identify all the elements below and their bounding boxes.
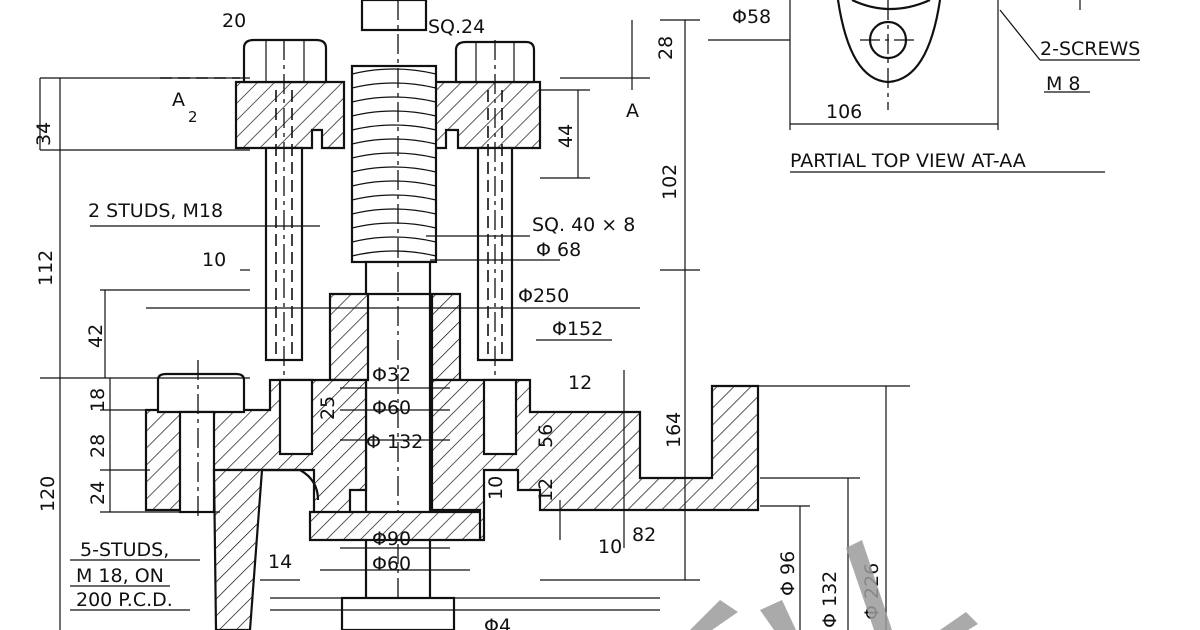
dim-112: 112 — [35, 250, 57, 286]
dim-24: 24 — [87, 481, 109, 505]
dimension-lines — [39, 19, 910, 630]
section-a-left: A — [172, 89, 185, 111]
dim-12-mid: 12 — [535, 478, 557, 502]
main-section-view — [144, 0, 760, 630]
dim-phi96: Φ 96 — [777, 551, 799, 596]
studs-5-line1: 5-STUDS, — [80, 539, 169, 561]
dim-28-left: 28 — [87, 434, 109, 458]
dim-10-left: 10 — [202, 249, 226, 271]
stand-leg-left — [212, 468, 264, 630]
hex-nut-left — [242, 38, 328, 84]
dim-44: 44 — [555, 124, 577, 148]
dimension-text: 20 SQ.24 Φ58 28 106 2-SCREWS M 8 PARTIAL… — [33, 6, 1140, 630]
dim-120: 120 — [37, 476, 59, 512]
base-stud — [178, 410, 216, 514]
studs-2-label: 2 STUDS, M18 — [88, 200, 223, 222]
bridge-plate — [234, 80, 346, 150]
studs-5-line2: M 18, ON — [76, 565, 164, 587]
dim-phi68: Φ 68 — [536, 239, 581, 261]
dim-phi60-lower: Φ60 — [372, 553, 411, 575]
dim-34: 34 — [33, 122, 55, 146]
dim-phi152: Φ152 — [552, 318, 603, 340]
dim-82: 82 — [632, 524, 656, 546]
bridge-plate-right — [430, 80, 542, 150]
partial-top-view — [708, 0, 1140, 173]
screws-label: 2-SCREWS — [1040, 38, 1140, 60]
dim-25: 25 — [317, 396, 339, 420]
watermark — [690, 540, 978, 630]
dim-phi250: Φ250 — [518, 285, 569, 307]
dim-28-top: 28 — [655, 36, 677, 60]
dim-phi32: Φ32 — [372, 364, 411, 386]
dim-phi90: Φ90 — [372, 528, 411, 550]
dim-phi132-right: Φ 132 — [819, 571, 841, 628]
dim-phi46-partial: Φ4 — [484, 615, 511, 630]
dim-164: 164 — [663, 412, 685, 448]
hex-nut-base — [156, 372, 246, 414]
dim-10-bottom: 10 — [598, 536, 622, 558]
dim-phi132-center: Φ 132 — [366, 431, 423, 453]
dim-sq40x8: SQ. 40 × 8 — [532, 214, 635, 236]
dim-14: 14 — [268, 551, 292, 573]
dim-20: 20 — [222, 10, 246, 32]
dim-sq24: SQ.24 — [428, 16, 485, 38]
dim-phi58: Φ58 — [732, 6, 771, 28]
dim-10-mid: 10 — [485, 476, 507, 500]
dim-18: 18 — [87, 388, 109, 412]
dim-56: 56 — [535, 424, 557, 448]
dim-12-top: 12 — [568, 372, 592, 394]
section-a-left-sub: 2 — [188, 108, 198, 126]
section-a-right: A — [626, 100, 639, 122]
dim-42: 42 — [85, 324, 107, 348]
lower-collar — [340, 596, 456, 630]
dim-phi60-upper: Φ60 — [372, 397, 411, 419]
dim-102: 102 — [659, 164, 681, 200]
screws-size: M 8 — [1046, 73, 1081, 95]
square-thread-screw — [350, 0, 438, 630]
view-title: PARTIAL TOP VIEW AT-AA — [790, 150, 1026, 172]
dim-106: 106 — [826, 101, 862, 123]
studs-5-line3: 200 P.C.D. — [76, 589, 173, 611]
